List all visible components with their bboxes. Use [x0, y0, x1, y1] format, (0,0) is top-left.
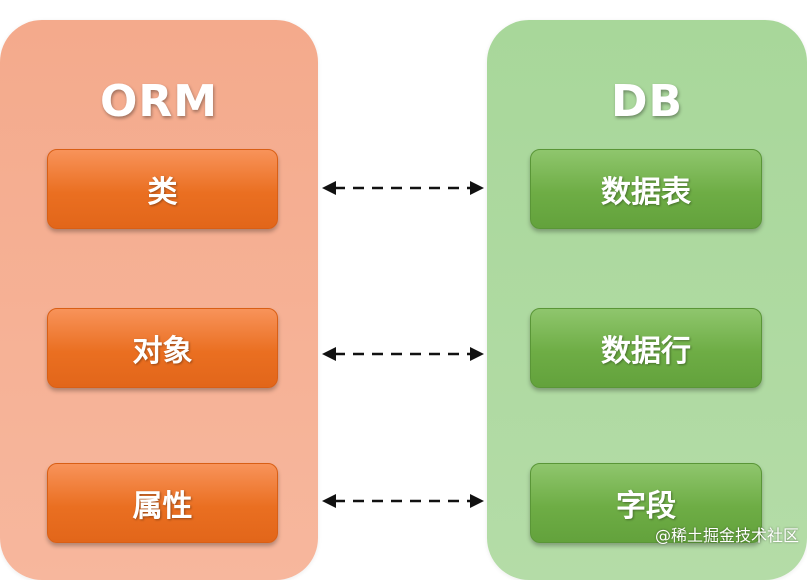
watermark-text: @稀土掘金技术社区 [654, 526, 799, 545]
orm-item-attribute: 属性 [47, 463, 278, 543]
db-item-row: 数据行 [530, 308, 762, 388]
db-item-table: 数据表 [530, 149, 762, 229]
dashed-double-arrow-icon [322, 347, 484, 361]
orm-title: ORM [99, 76, 219, 127]
orm-item-class: 类 [47, 149, 278, 229]
db-title: DB [610, 76, 684, 127]
orm-item-object: 对象 [47, 308, 278, 388]
dashed-double-arrow-icon [322, 181, 484, 195]
db-item-field: 字段 [530, 463, 762, 543]
dashed-double-arrow-icon [322, 494, 484, 508]
